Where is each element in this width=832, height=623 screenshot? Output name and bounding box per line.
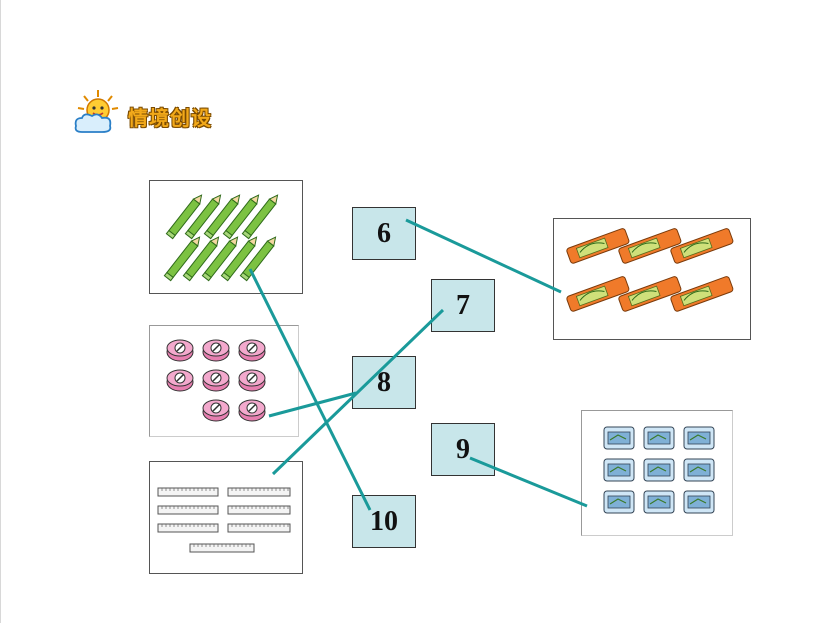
pencil-icon	[203, 194, 241, 240]
ruler-icon	[227, 523, 291, 533]
pencil-box-icon	[643, 490, 675, 514]
eraser-icon	[670, 276, 734, 312]
pencil-box-icon	[603, 458, 635, 482]
number-box-7[interactable]: 7	[431, 279, 495, 332]
rulers-card	[149, 461, 303, 574]
sharpener-icon	[202, 399, 230, 422]
pencil-box-icon	[603, 426, 635, 450]
ruler-icon	[157, 487, 219, 497]
eraser-icon	[618, 228, 682, 264]
section-title: 情境创设	[128, 106, 212, 130]
pencil-boxes-illustration	[603, 426, 715, 514]
boxes-card	[581, 410, 733, 536]
rulers-illustration	[157, 487, 291, 553]
pencil-box-icon	[643, 426, 675, 450]
ruler-icon	[157, 523, 219, 533]
pencils-card	[149, 180, 303, 294]
pencil-icon	[165, 194, 203, 240]
ruler-icon	[227, 487, 291, 497]
number-box-9[interactable]: 9	[431, 423, 495, 476]
pencil-icon	[222, 194, 260, 240]
pencil-icon	[220, 236, 258, 282]
sharpener-icon	[238, 399, 266, 422]
eraser-icon	[618, 276, 682, 312]
slide-edge	[0, 0, 1, 623]
sharpeners-card	[149, 325, 299, 437]
pencil-icon	[241, 194, 279, 240]
ruler-icon	[157, 505, 219, 515]
sun-cloud-icon	[74, 90, 119, 133]
pencil-box-icon	[683, 458, 715, 482]
erasers-card	[553, 218, 751, 340]
sharpener-icon	[166, 339, 194, 362]
number-box-6[interactable]: 6	[352, 207, 416, 260]
pencil-icon	[163, 236, 201, 282]
sharpener-icon	[166, 369, 194, 392]
sharpener-icon	[238, 339, 266, 362]
number-box-10[interactable]: 10	[352, 495, 416, 548]
pencil-box-icon	[643, 458, 675, 482]
ruler-icon	[189, 543, 255, 553]
sharpeners-illustration	[166, 339, 266, 422]
ruler-icon	[227, 505, 291, 515]
eraser-icon	[670, 228, 734, 264]
sharpener-icon	[202, 339, 230, 362]
pencil-icon	[182, 236, 220, 282]
pencil-icon	[201, 236, 239, 282]
sharpener-icon	[238, 369, 266, 392]
pencil-icon	[184, 194, 222, 240]
pencils-illustration	[163, 194, 279, 282]
sharpener-icon	[202, 369, 230, 392]
section-header: 情境创设	[72, 88, 242, 138]
eraser-icon	[566, 276, 630, 312]
pencil-box-icon	[683, 490, 715, 514]
pencil-box-icon	[683, 426, 715, 450]
pencil-box-icon	[603, 490, 635, 514]
erasers-illustration	[566, 228, 734, 312]
number-box-8[interactable]: 8	[352, 356, 416, 409]
eraser-icon	[566, 228, 630, 264]
